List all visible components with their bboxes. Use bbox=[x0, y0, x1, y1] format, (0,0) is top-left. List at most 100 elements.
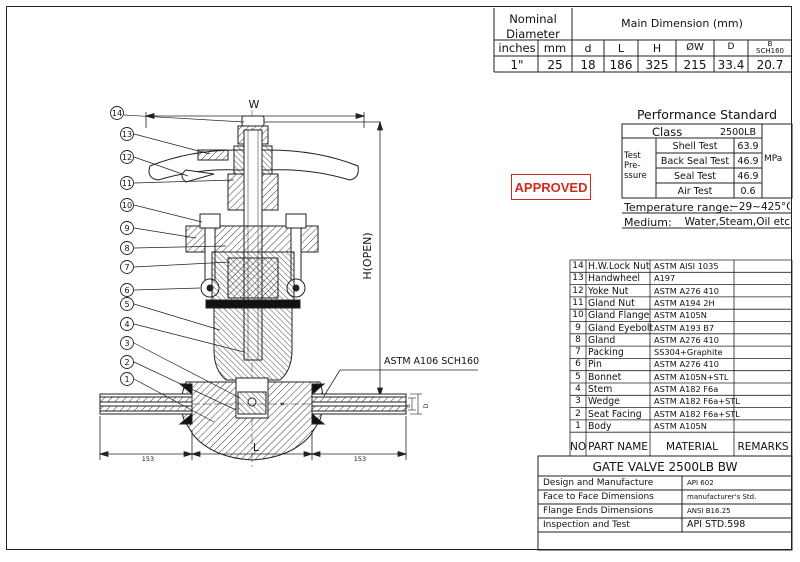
part-name: Handwheel bbox=[588, 273, 640, 285]
val-l: 186 bbox=[609, 58, 633, 72]
nominal-diameter-header: Nominal Diameter bbox=[506, 12, 560, 41]
air-test-label: Air Test bbox=[677, 186, 713, 197]
balloon-circle bbox=[120, 221, 134, 235]
part-name: Gland bbox=[588, 334, 616, 346]
temperature-value: −29~425°C bbox=[730, 202, 790, 213]
part-name: Gland Eyebolt bbox=[588, 322, 654, 334]
balloon-circle bbox=[120, 241, 134, 255]
back-seal-test-label: Back Seal Test bbox=[660, 156, 730, 167]
val-b: 20.7 bbox=[756, 58, 784, 72]
val-d: 18 bbox=[580, 58, 596, 72]
part-material: ASTM AISI 1035 bbox=[654, 261, 719, 271]
dim-b-label: B bbox=[406, 404, 412, 408]
part-no: 3 bbox=[575, 396, 581, 407]
class-value: 2500LB bbox=[720, 127, 756, 138]
mpa-unit: MPa bbox=[764, 154, 783, 164]
part-no: 6 bbox=[575, 359, 581, 370]
part-material: ASTM A193 B7 bbox=[654, 322, 715, 333]
parts-header-remarks: REMARKS bbox=[737, 441, 789, 453]
balloon-leaders bbox=[123, 114, 245, 423]
balloon-number: 13 bbox=[122, 130, 132, 139]
part-no: 10 bbox=[572, 310, 584, 321]
parts-header-name: PART NAME bbox=[588, 441, 648, 453]
balloon-circle bbox=[120, 336, 134, 350]
tb-value-design: API 602 bbox=[687, 479, 714, 487]
col-d: d bbox=[584, 42, 592, 55]
pipe-bore-dims bbox=[408, 393, 422, 415]
tb-value-face: manufacturer's Std. bbox=[687, 493, 757, 501]
tb-value-flange: ANSI B16.25 bbox=[687, 507, 731, 515]
pipe-note: ASTM A106 SCH160 bbox=[384, 356, 479, 367]
part-name: Pin bbox=[588, 359, 602, 371]
balloon-number: 3 bbox=[124, 339, 129, 348]
balloon-number: 1 bbox=[124, 375, 129, 384]
val-h: 325 bbox=[645, 58, 669, 72]
val-mm: 25 bbox=[547, 58, 563, 72]
val-w: 215 bbox=[683, 58, 707, 72]
balloon-circle bbox=[120, 260, 134, 274]
balloon-circle bbox=[110, 106, 124, 120]
part-material: ASTM A105N bbox=[654, 310, 707, 321]
balloon-circle bbox=[120, 297, 134, 311]
part-name: Wedge bbox=[588, 396, 620, 408]
part-no: 13 bbox=[572, 273, 584, 284]
part-name: Body bbox=[588, 420, 612, 432]
balloon-number: 12 bbox=[122, 153, 132, 162]
pipes bbox=[99, 383, 407, 425]
part-material: ASTM A276 410 bbox=[654, 359, 719, 370]
dim-left-label: 153 bbox=[142, 455, 154, 463]
part-name: H.W.Lock Nut bbox=[588, 261, 650, 272]
dim-w-label: W bbox=[249, 98, 260, 111]
balloon-circle bbox=[120, 176, 134, 190]
part-no: 9 bbox=[575, 322, 581, 333]
part-material: ASTM A194 2H bbox=[654, 297, 715, 308]
test-pressure-label-3: ssure bbox=[624, 171, 647, 181]
balloon-number: 7 bbox=[124, 263, 129, 272]
back-seal-test-value: 46.9 bbox=[737, 156, 759, 167]
dim-h-label: H(OPEN) bbox=[361, 232, 374, 279]
balloon-circle bbox=[120, 355, 134, 369]
part-no: 1 bbox=[575, 420, 581, 431]
part-material: ASTM A105N+STL bbox=[654, 371, 729, 382]
dim-right-label: 153 bbox=[354, 455, 366, 463]
shell-test-label: Shell Test bbox=[672, 141, 718, 152]
col-mm: mm bbox=[543, 41, 567, 55]
col-b-sub: SCH160 bbox=[756, 47, 784, 55]
balloon-circle bbox=[120, 283, 134, 297]
part-material: ASTM A276 410 bbox=[654, 285, 719, 296]
balloon-number: 14 bbox=[112, 109, 122, 118]
bottom-dimensions bbox=[98, 416, 408, 460]
balloon-circle bbox=[120, 372, 134, 386]
parts-header-no: NO bbox=[570, 441, 587, 453]
parts-header-material: MATERIAL bbox=[666, 441, 718, 453]
part-no: 12 bbox=[572, 285, 584, 296]
main-dimension-header: Main Dimension (mm) bbox=[621, 17, 743, 30]
tb-value-inspection: API STD.598 bbox=[687, 519, 746, 530]
balloon-circle bbox=[120, 127, 134, 141]
part-material: ASTM A182 F6a+STL bbox=[654, 408, 740, 419]
part-no: 4 bbox=[575, 384, 581, 394]
tb-label-inspection: Inspection and Test bbox=[543, 520, 630, 530]
drawing-sheet bbox=[6, 6, 792, 550]
part-name: Yoke Nut bbox=[588, 285, 629, 297]
part-name: Packing bbox=[588, 347, 624, 359]
performance-table-lines bbox=[621, 123, 793, 229]
balloon-number: 9 bbox=[124, 224, 129, 233]
col-h: H bbox=[652, 42, 662, 55]
part-name: Seat Facing bbox=[588, 408, 642, 420]
balloon-number: 8 bbox=[124, 244, 129, 253]
part-no: 11 bbox=[572, 297, 584, 308]
approved-stamp: APPROVED bbox=[511, 174, 591, 200]
col-w: ØW bbox=[686, 42, 704, 53]
part-no: 7 bbox=[575, 347, 581, 358]
medium-label: Medium: bbox=[624, 216, 672, 229]
test-pressure-label-2: Pre- bbox=[624, 161, 641, 171]
col-inches: inches bbox=[498, 41, 536, 55]
col-b: B bbox=[767, 40, 773, 48]
part-material: ASTM A182 F6a bbox=[654, 384, 719, 394]
part-material: ASTM A105N bbox=[654, 420, 707, 431]
part-material: ASTM A182 F6a+STL bbox=[654, 396, 740, 407]
col-l: L bbox=[617, 42, 625, 55]
